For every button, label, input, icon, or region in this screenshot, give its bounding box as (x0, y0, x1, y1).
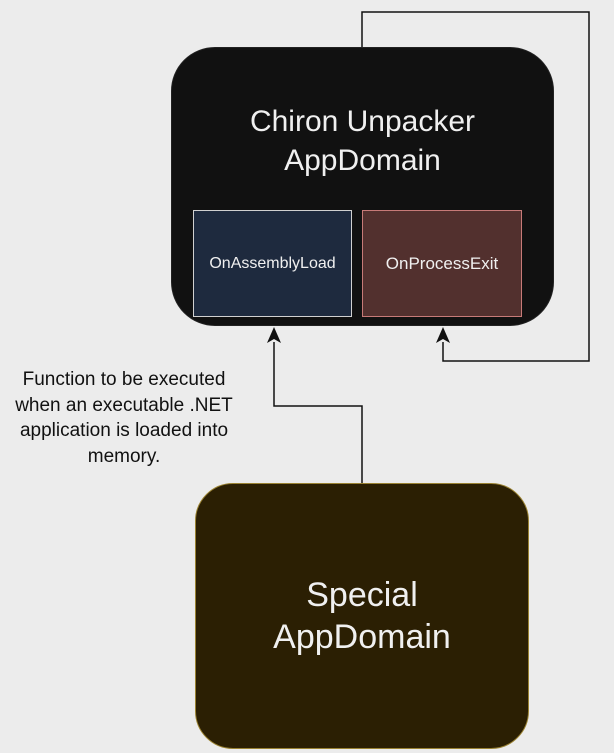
special-appdomain-label: Special AppDomain (273, 576, 451, 656)
assembly-load-caption: Function to be executed when an executab… (15, 369, 233, 467)
chiron-unpacker-appdomain: Chiron Unpacker AppDomain (171, 47, 554, 326)
on-assembly-load-box: OnAssemblyLoad (193, 210, 352, 317)
assembly-arrowhead (267, 327, 281, 343)
on-process-exit-box: OnProcessExit (362, 210, 522, 317)
special-to-assembly-connector (273, 342, 363, 483)
on-assembly-load-label: OnAssemblyLoad (209, 254, 336, 272)
on-process-exit-label: OnProcessExit (385, 253, 499, 273)
exit-arrowhead (436, 327, 450, 343)
self-loop-connector (361, 11, 590, 362)
special-appdomain-box: Special AppDomain (195, 483, 529, 749)
main-container-title: Chiron Unpacker AppDomain (249, 105, 476, 177)
